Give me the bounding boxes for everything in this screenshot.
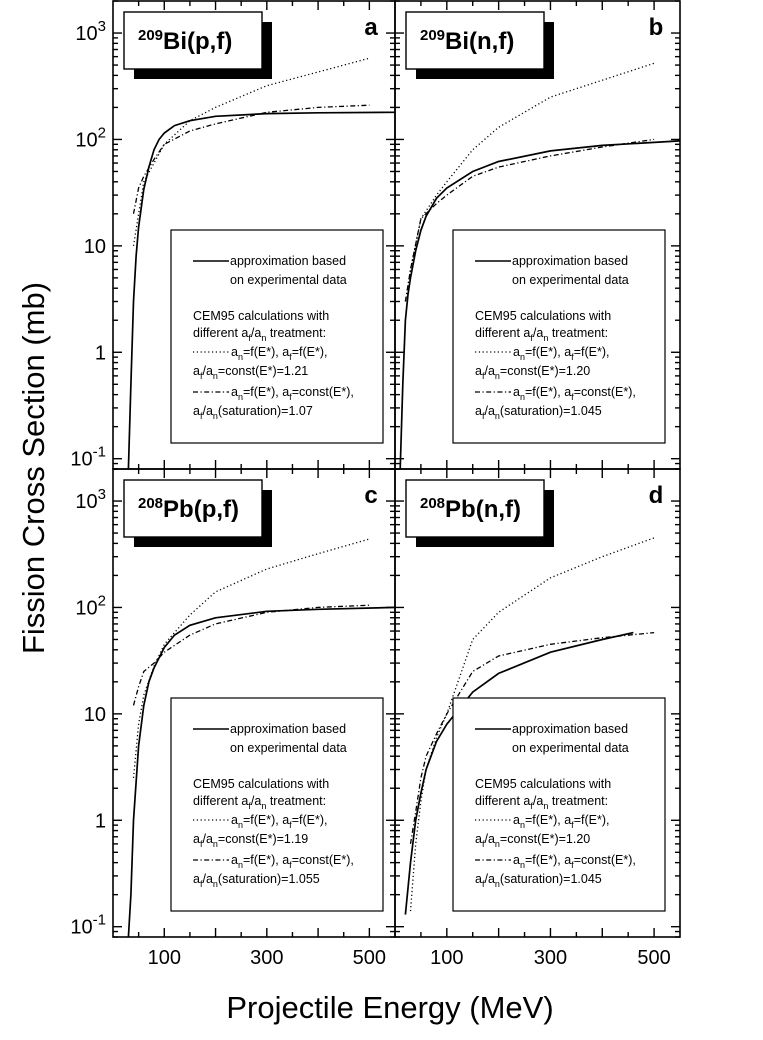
title-box <box>123 11 263 70</box>
legend-approx-line1: approximation based <box>512 722 628 736</box>
panel-a: 209Bi(p,f) a approximation based on experim… <box>112 0 396 470</box>
legend-approx-line2: on experimental data <box>230 273 347 287</box>
legend-cem-line2: different af/an treatment: <box>475 326 608 343</box>
legend-dashdot-line2: af/an(saturation)=1.045 <box>475 872 602 889</box>
panels-layer: 209Bi(p,f) a approximation based on experim… <box>112 0 681 938</box>
series-dashdot-line <box>404 138 655 302</box>
x-tick-label: 100 <box>148 947 181 969</box>
title-box <box>405 479 545 538</box>
legend-dashdot-line1: an=f(E*), af=const(E*), <box>231 853 354 870</box>
panel-c-curves <box>127 538 395 937</box>
legend-cem-line1: CEM95 calculations with <box>475 309 611 323</box>
panel-d-curves <box>404 537 655 915</box>
reaction-title: 209Bi(p,f) <box>138 27 232 55</box>
title-box <box>405 11 545 70</box>
legend-box <box>452 697 666 912</box>
panel-d-ticks <box>395 468 680 938</box>
legend-dotted-line1: an=f(E*), af=f(E*), <box>513 345 609 362</box>
panel-c-ticks <box>113 468 395 938</box>
x-tick-label: 100 <box>430 947 463 969</box>
legend-cem-line2: different af/an treatment: <box>193 326 326 343</box>
reaction-title: 208Pb(p,f) <box>138 495 239 523</box>
legend-cem-line1: CEM95 calculations with <box>475 777 611 791</box>
legend-cem-line1: CEM95 calculations with <box>193 309 329 323</box>
series-solid-line <box>127 111 395 469</box>
y-tick-label: 10-1 <box>70 912 106 939</box>
legend-dashdot-line1: an=f(E*), af=const(E*), <box>513 385 636 402</box>
y-tick-label: 103 <box>75 486 106 513</box>
panel-d-frame <box>394 468 681 938</box>
legend-approx-line1: approximation based <box>230 722 346 736</box>
legend-approx-line2: on experimental data <box>512 741 629 755</box>
title-box <box>123 479 263 538</box>
legend-cem-line1: CEM95 calculations with <box>193 777 329 791</box>
panel-letter: d <box>649 482 664 509</box>
panel-letter: a <box>364 14 378 41</box>
x-tick-label: 500 <box>637 947 670 969</box>
legend-dotted-line2: af/an=const(E*)=1.20 <box>475 364 590 381</box>
panel-a-ticks <box>113 0 395 470</box>
series-dotted-line <box>132 538 370 778</box>
reaction-title: 208Pb(n,f) <box>420 495 521 523</box>
series-dashdot-line <box>409 631 655 845</box>
legend-box <box>170 229 384 444</box>
series-dashdot-line <box>132 604 370 706</box>
panel-b-curves <box>399 62 680 469</box>
x-axis-title: Projectile Energy (MeV) <box>226 990 553 1025</box>
y-tick-label: 10 <box>84 704 106 726</box>
reaction-title: 209Bi(n,f) <box>420 27 514 55</box>
y-tick-label: 1 <box>95 810 106 832</box>
y-tick-label: 1 <box>95 342 106 364</box>
legend-dotted-line2: af/an=const(E*)=1.19 <box>193 832 308 849</box>
y-tick-label: 102 <box>75 592 106 619</box>
legend-box <box>452 229 666 444</box>
x-tick-label: 300 <box>250 947 283 969</box>
legend-dotted-line1: an=f(E*), af=f(E*), <box>231 345 327 362</box>
legend-dashdot-line1: an=f(E*), af=const(E*), <box>513 853 636 870</box>
legend-dashdot-line2: af/an(saturation)=1.045 <box>475 404 602 421</box>
legend-dotted-line2: af/an=const(E*)=1.21 <box>193 364 308 381</box>
legend-cem-line2: different af/an treatment: <box>475 794 608 811</box>
legend-approx-line2: on experimental data <box>512 273 629 287</box>
legend-dashdot-line2: af/an(saturation)=1.055 <box>193 872 320 889</box>
series-dashdot-line <box>132 104 370 214</box>
legend-approx-line1: approximation based <box>512 254 628 268</box>
series-solid-line <box>404 631 634 915</box>
legend-approx-line2: on experimental data <box>230 741 347 755</box>
panel-letter: c <box>364 482 377 509</box>
legend-box <box>170 697 384 912</box>
y-tick-label: 10 <box>84 236 106 258</box>
legend-dashdot-line2: af/an(saturation)=1.07 <box>193 404 313 421</box>
legend-cem-line2: different af/an treatment: <box>193 794 326 811</box>
panel-b: 209Bi(n,f) b approximation based on experim… <box>394 0 681 470</box>
series-dotted-line <box>132 57 370 247</box>
series-solid-line <box>399 140 680 469</box>
y-tick-label: 103 <box>75 18 106 45</box>
legend-dotted-line2: af/an=const(E*)=1.20 <box>475 832 590 849</box>
legend-dotted-line1: an=f(E*), af=f(E*), <box>231 813 327 830</box>
y-axis-title: Fission Cross Section (mb) <box>16 282 51 654</box>
y-tick-label: 102 <box>75 124 106 151</box>
panel-c: 208Pb(p,f) c approximation based on experim… <box>112 468 396 938</box>
x-tick-labels: 100 300 500 100 300 500 <box>148 947 671 969</box>
panel-d: 208Pb(n,f) d approximation based on experim… <box>394 468 681 938</box>
legend-dotted-line1: an=f(E*), af=f(E*), <box>513 813 609 830</box>
x-tick-label: 500 <box>353 947 386 969</box>
legend-dashdot-line1: an=f(E*), af=const(E*), <box>231 385 354 402</box>
panel-letter: b <box>649 14 664 41</box>
legend-approx-line1: approximation based <box>230 254 346 268</box>
x-tick-label: 300 <box>534 947 567 969</box>
y-tick-label: 10-1 <box>70 444 106 471</box>
panel-a-curves <box>127 57 395 469</box>
